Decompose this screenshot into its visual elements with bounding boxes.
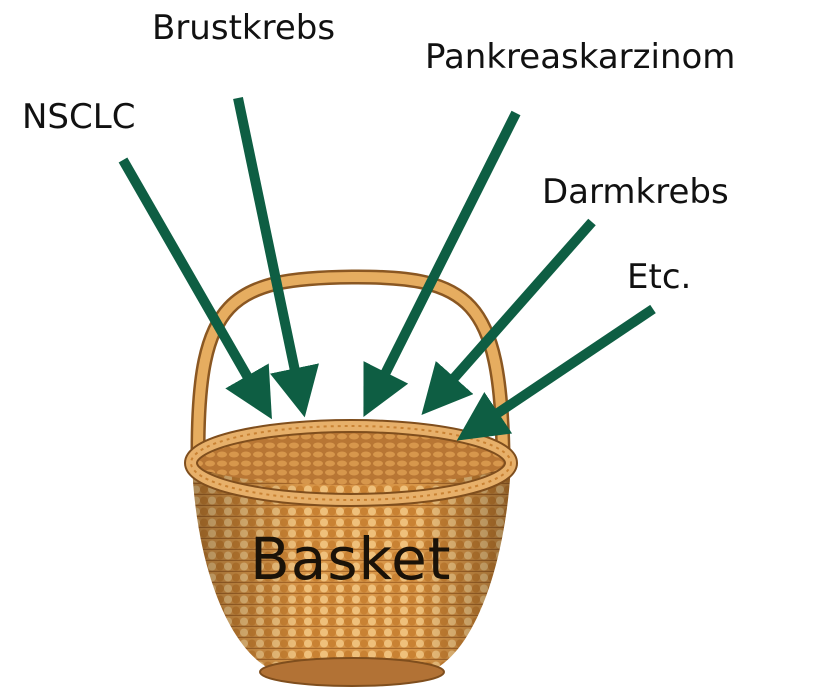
label-etc: Etc.	[627, 260, 691, 294]
label-basket: Basket	[250, 530, 452, 588]
arrow-brustkrebs	[238, 98, 299, 390]
label-brustkrebs: Brustkrebs	[152, 11, 335, 45]
arrow-nsclc	[123, 160, 258, 395]
label-nsclc: NSCLC	[22, 100, 135, 134]
label-pankreaskarzinom: Pankreaskarzinom	[425, 40, 735, 74]
basket-icon	[191, 277, 511, 686]
label-darmkrebs: Darmkrebs	[542, 175, 729, 209]
